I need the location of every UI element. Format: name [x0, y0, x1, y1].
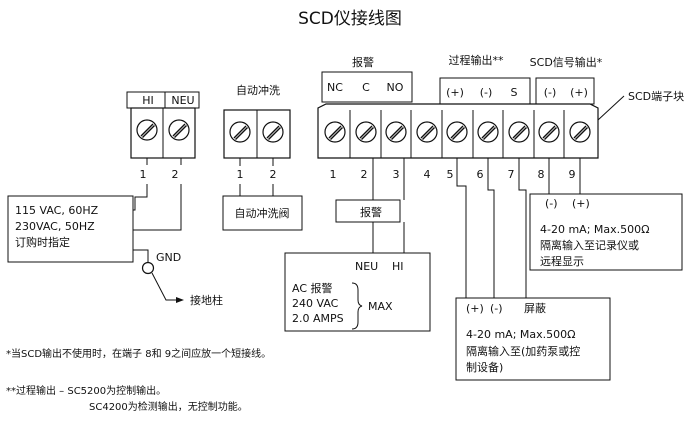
- terminal-7-num: 7: [508, 168, 515, 181]
- note-1: *当SCD输出不使用时，在端子 8和 9之间应放一个短接线。: [6, 347, 271, 360]
- process-output-box: [455, 297, 611, 381]
- neu-label: NEU: [171, 94, 194, 107]
- process-output-header: 过程输出**: [449, 53, 504, 67]
- power-spec-box: [7, 195, 134, 263]
- flush-screw-1[interactable]: [229, 121, 251, 143]
- process-box-shield: 屏蔽: [524, 302, 546, 315]
- alarm-box-label: 报警: [360, 205, 382, 219]
- ac-line-2: 240 VAC: [292, 297, 339, 310]
- ground-post-label: 接地柱: [190, 293, 223, 307]
- main-screw-8[interactable]: [538, 121, 560, 143]
- main-screw-1[interactable]: [324, 121, 346, 143]
- process-plus-label: (+): [446, 86, 464, 99]
- main-screw-2[interactable]: [355, 121, 377, 143]
- main-screw-9[interactable]: [569, 121, 591, 143]
- no-label: NO: [387, 81, 404, 94]
- flush-valve-box: [222, 195, 303, 231]
- power-line-3: 订购时指定: [15, 235, 70, 249]
- power-line-2: 230VAC, 50HZ: [15, 220, 95, 233]
- process-box-line-1: 4-20 mA; Max.500Ω: [466, 328, 576, 341]
- page-title: SCD仪接线图: [298, 9, 402, 29]
- auto-flush-title: 自动冲洗: [236, 83, 280, 97]
- terminal-9-num: 9: [569, 168, 576, 181]
- main-screw-7[interactable]: [508, 121, 530, 143]
- scd-output-plus: (+): [572, 197, 590, 210]
- alarm-header: 报警: [352, 55, 374, 69]
- power-screw-1[interactable]: [136, 119, 158, 141]
- main-screw-3[interactable]: [385, 121, 407, 143]
- alarm-box: [335, 199, 401, 223]
- process-box-line-2: 隔离输入至(加药泵或控: [466, 344, 580, 358]
- scd-plus-label: (+): [570, 86, 588, 99]
- terminal-4-num: 4: [424, 168, 431, 181]
- ac-neu-label: NEU: [355, 260, 378, 273]
- process-shield-label: S: [511, 86, 518, 99]
- main-screw-5[interactable]: [446, 121, 468, 143]
- hi-label: HI: [142, 94, 154, 107]
- main-screw-4[interactable]: [416, 121, 438, 143]
- scd-output-box: [529, 193, 683, 271]
- scd-minus-label: (-): [544, 86, 557, 99]
- scd-signal-header: SCD信号输出*: [530, 55, 603, 69]
- flush-terminal-2-num: 2: [270, 168, 277, 181]
- flush-screw-2[interactable]: [262, 121, 284, 143]
- terminal-2-num: 2: [361, 168, 368, 181]
- process-minus-label: (-): [480, 86, 493, 99]
- power-terminal-block: HI NEU 1 2: [126, 91, 200, 181]
- terminal-6-num: 6: [477, 168, 484, 181]
- terminal-5-num: 5: [447, 168, 454, 181]
- power-terminal-2-num: 2: [172, 168, 179, 181]
- scd-output-line-1: 4-20 mA; Max.500Ω: [540, 223, 650, 236]
- c-label: C: [362, 81, 370, 94]
- scd-terminal-label: SCD端子块: [628, 90, 684, 103]
- ac-hi-label: HI: [392, 260, 404, 273]
- power-line-1: 115 VAC, 60HZ: [15, 204, 99, 217]
- process-box-plus: (+): [466, 302, 484, 315]
- flush-valve-label: 自动冲洗阀: [235, 206, 290, 220]
- gnd-label: GND: [156, 251, 181, 264]
- main-screw-6[interactable]: [477, 121, 499, 143]
- terminal-8-num: 8: [538, 168, 545, 181]
- power-screw-2[interactable]: [168, 119, 190, 141]
- process-box-line-3: 制设备): [466, 360, 503, 374]
- brace-icon: [351, 282, 363, 330]
- terminal-1-num: 1: [330, 168, 337, 181]
- scd-output-line-3: 远程显示: [540, 255, 584, 268]
- terminal-3-num: 3: [393, 168, 400, 181]
- ac-max-label: MAX: [368, 300, 393, 313]
- process-box-minus: (-): [490, 302, 503, 315]
- power-terminal-1-num: 1: [140, 168, 147, 181]
- scd-output-minus: (-): [545, 197, 558, 210]
- note-2: **过程输出 – SC5200为控制输出。: [6, 384, 166, 397]
- note-3: SC4200为检测输出，无控制功能。: [89, 400, 248, 413]
- ground-terminal-icon: [141, 261, 155, 275]
- flush-terminal-1-num: 1: [237, 168, 244, 181]
- ac-line-3: 2.0 AMPS: [292, 312, 344, 325]
- scd-output-line-2: 隔离输入至记录仪或: [540, 238, 639, 252]
- nc-label: NC: [327, 81, 343, 94]
- main-screws: [324, 110, 591, 158]
- ac-line-1: AC 报警: [292, 281, 333, 295]
